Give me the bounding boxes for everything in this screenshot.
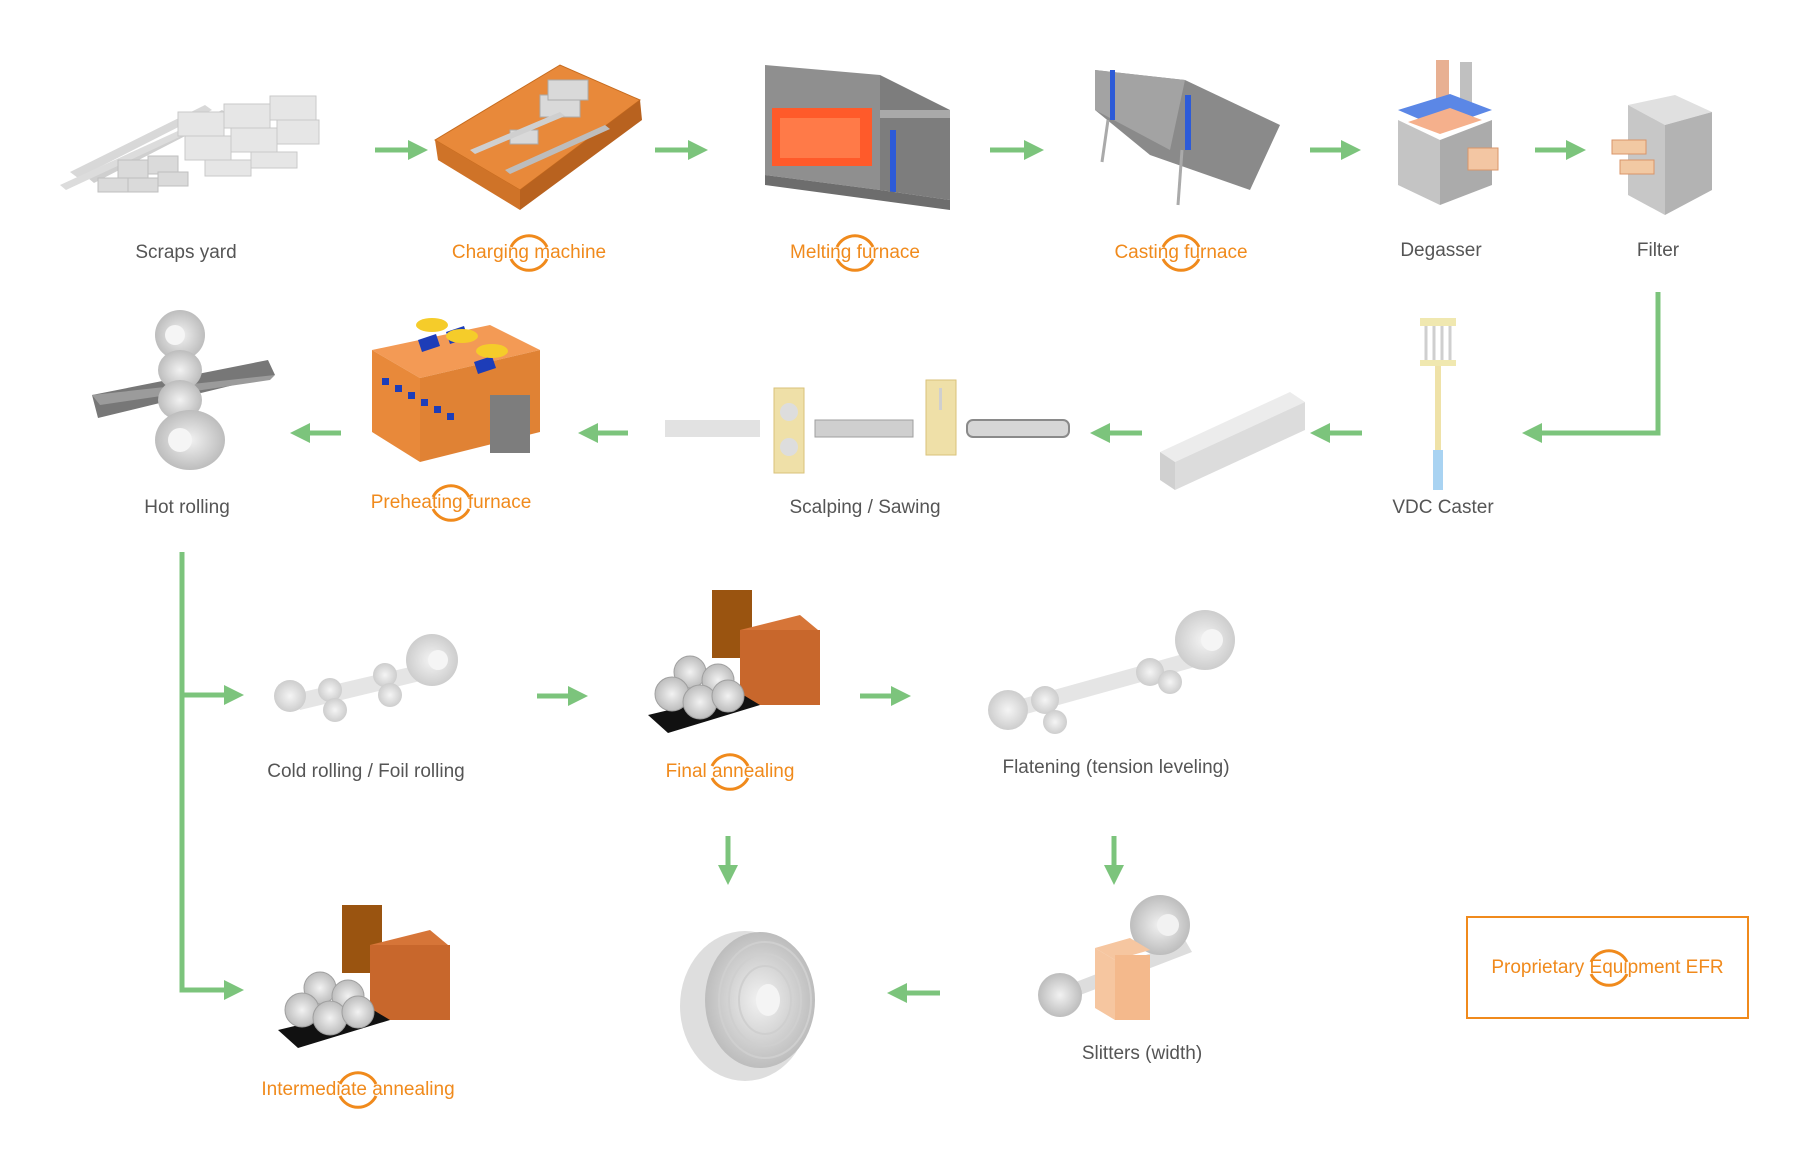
vdc-caster-illustration bbox=[1420, 318, 1456, 490]
label-slitters: Slitters (width) bbox=[1081, 1043, 1203, 1064]
label-flatening: Flatening (tension leveling) bbox=[1002, 757, 1230, 778]
ingot-illustration bbox=[1160, 392, 1305, 490]
legend-label: Proprietary Equipment EFR bbox=[1491, 956, 1724, 978]
preheating-furnace-illustration bbox=[372, 318, 540, 462]
label-cold-rolling: Cold rolling / Foil rolling bbox=[267, 761, 465, 782]
legend-box: Proprietary Equipment EFR bbox=[1466, 916, 1749, 1019]
flow-arrows bbox=[179, 140, 1661, 1003]
cold-rolling-illustration bbox=[274, 634, 458, 722]
hot-rolling-illustration bbox=[92, 310, 275, 470]
arrow-hotrolling-to-cold bbox=[179, 552, 244, 705]
melting-furnace-illustration bbox=[765, 65, 950, 210]
final-annealing-illustration bbox=[648, 590, 820, 733]
label-melting-furnace: Melting furnace bbox=[790, 242, 920, 263]
label-vdc-caster: VDC Caster bbox=[1392, 497, 1494, 518]
label-charging-machine: Charging machine bbox=[451, 242, 607, 263]
charging-machine-illustration bbox=[434, 64, 642, 210]
arrow-hotrolling-to-intermediate bbox=[179, 695, 244, 1000]
filter-illustration bbox=[1611, 95, 1712, 215]
arrow-filter-to-vdc bbox=[1522, 292, 1661, 443]
scalping-sawing-illustration bbox=[665, 379, 1070, 474]
label-casting-furnace: Casting furnace bbox=[1114, 242, 1248, 263]
scraps-yard-illustration bbox=[60, 95, 320, 193]
label-filter: Filter bbox=[1636, 240, 1680, 261]
intermediate-annealing-illustration bbox=[278, 905, 450, 1048]
label-scraps-yard: Scraps yard bbox=[135, 242, 237, 263]
label-final-annealing: Final annealing bbox=[665, 761, 795, 782]
slitters-illustration bbox=[1038, 895, 1192, 1020]
final-coil-illustration bbox=[680, 931, 815, 1081]
degasser-illustration bbox=[1398, 60, 1499, 205]
label-hot-rolling: Hot rolling bbox=[144, 497, 230, 518]
label-scalping-sawing: Scalping / Sawing bbox=[789, 497, 941, 518]
label-preheating-furnace: Preheating furnace bbox=[370, 492, 532, 513]
label-degasser: Degasser bbox=[1400, 240, 1482, 261]
flatening-illustration bbox=[988, 610, 1235, 734]
label-intermediate-annealing: Intermediate annealing bbox=[261, 1079, 455, 1100]
casting-furnace-illustration bbox=[1095, 70, 1280, 206]
